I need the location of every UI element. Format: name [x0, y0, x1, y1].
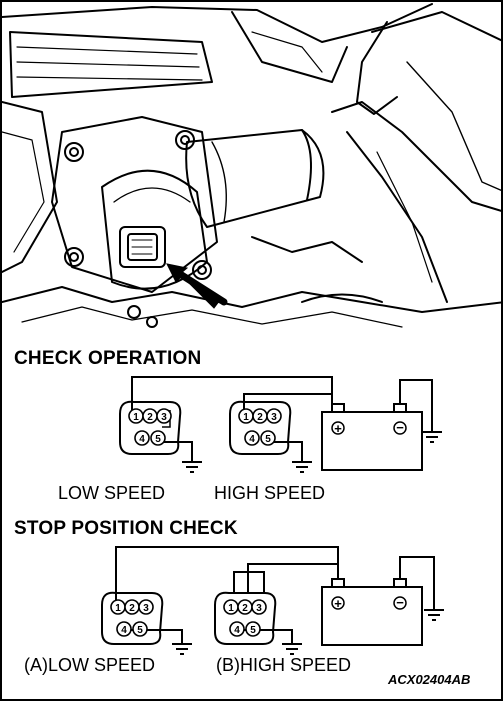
- pin-label-4-check-high: 4: [249, 434, 255, 445]
- pin-label-5-check-high: 5: [265, 434, 271, 445]
- pin-label-2-stop-low: 2: [129, 603, 135, 614]
- wiper-motor-illustration: [2, 3, 501, 328]
- connector-low-stop: [101, 591, 164, 645]
- battery-stop: [321, 586, 423, 646]
- pin-label-4-stop-high: 4: [234, 625, 240, 636]
- high-speed-b-label: (B)HIGH SPEED: [216, 655, 352, 675]
- low-speed-a-label: (A)LOW SPEED: [24, 655, 156, 675]
- pin-label-4-check-low: 4: [139, 434, 145, 445]
- battery-negative-check: −: [396, 420, 404, 435]
- pin-4-stop-low: [116, 621, 132, 637]
- pin-label-5-stop-high: 5: [250, 625, 256, 636]
- pin-4-check-low: [134, 430, 150, 446]
- pin-label-3-stop-high: 3: [256, 603, 262, 614]
- battery-negative-stop: −: [396, 595, 404, 610]
- pin-label-1-stop-high: 1: [228, 603, 234, 614]
- pin-label-2-check-high: 2: [257, 412, 263, 423]
- pin-label-1-stop-low: 1: [115, 603, 121, 614]
- figure-id: ACX02404AB: [388, 672, 471, 687]
- pin-3-stop-high: [251, 599, 267, 615]
- pin-label-3-check-low: 3: [161, 412, 167, 423]
- battery-positive-check: +: [334, 421, 342, 436]
- battery-check: [321, 411, 423, 471]
- pin-label-4-stop-low: 4: [121, 625, 127, 636]
- pin-label-5-check-low: 5: [155, 434, 161, 445]
- pin-label-1-check-low: 1: [133, 412, 139, 423]
- pin-label-3-check-high: 3: [271, 412, 277, 423]
- pin-4-check-high: [244, 430, 260, 446]
- pin-3-stop-low: [138, 599, 154, 615]
- pin-5-stop-low: [132, 621, 148, 637]
- pin-label-5-stop-low: 5: [137, 625, 143, 636]
- pin-5-check-low: [150, 430, 166, 446]
- pin-label-3-stop-low: 3: [143, 603, 149, 614]
- high-speed-label: HIGH SPEED: [214, 483, 326, 503]
- stop-position-heading: STOP POSITION CHECK: [14, 518, 238, 539]
- pin-4-stop-high: [229, 621, 245, 637]
- pin-3-check-high: [266, 408, 282, 424]
- pin-5-check-high: [260, 430, 276, 446]
- pin-label-2-check-low: 2: [147, 412, 153, 423]
- pin-3-check-low: [156, 408, 172, 424]
- battery-positive-stop: +: [334, 596, 342, 611]
- pin-label-2-stop-high: 2: [242, 603, 248, 614]
- check-operation-heading: CHECK OPERATION: [14, 348, 202, 369]
- pin-5-stop-high: [245, 621, 261, 637]
- low-speed-label: LOW SPEED: [58, 483, 166, 503]
- connector-high-stop: [214, 591, 277, 645]
- pin-label-1-check-high: 1: [243, 412, 249, 423]
